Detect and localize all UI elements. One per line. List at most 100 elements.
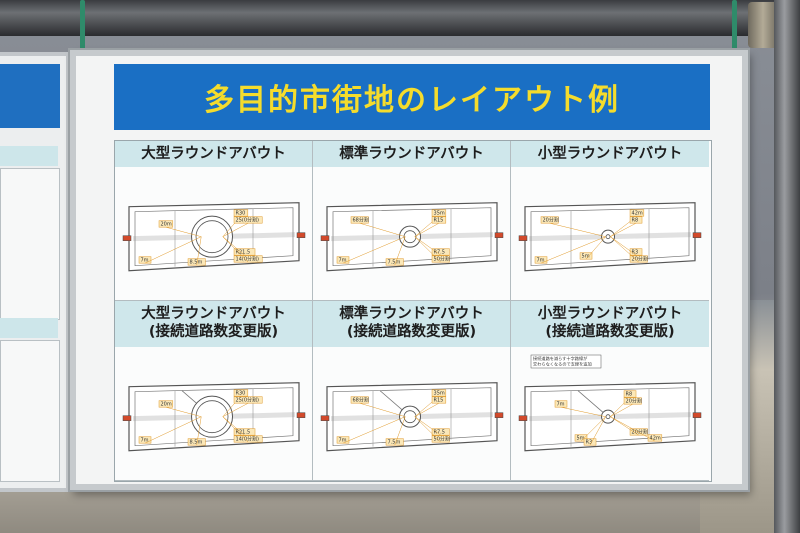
dimension-label: 50分割 bbox=[414, 236, 450, 263]
svg-text:R7.5: R7.5 bbox=[434, 250, 445, 256]
dimension-label: 14(0分割) bbox=[222, 236, 263, 263]
roundabout-diagram: R820分割7m5mR320分割42m接続道路を減らす十字路線が交わらなくなるの… bbox=[511, 347, 709, 481]
panel-heading: 標準ラウンドアバウト(接続道路数変更版) bbox=[313, 301, 510, 347]
svg-text:7m: 7m bbox=[141, 438, 149, 444]
panel-heading-line: 小型ラウンドアバウト bbox=[537, 306, 683, 322]
dimension-label: 20分割 bbox=[540, 216, 606, 237]
svg-text:R7.5: R7.5 bbox=[434, 430, 445, 436]
dimension-label: R21.5 bbox=[222, 416, 256, 436]
dimension-label: 20分割 bbox=[610, 236, 648, 263]
dimension-label: R3 bbox=[610, 236, 643, 256]
svg-text:R30: R30 bbox=[236, 391, 246, 397]
svg-text:R8: R8 bbox=[626, 392, 633, 398]
road-end-marker bbox=[518, 415, 528, 421]
panel-heading-line: (接続道路数変更版) bbox=[545, 324, 675, 340]
dimension-label: 20分割 bbox=[610, 397, 642, 417]
road-end-marker bbox=[692, 232, 702, 238]
svg-text:14(0分割): 14(0分割) bbox=[236, 436, 259, 443]
svg-text:R21.5: R21.5 bbox=[236, 250, 251, 256]
panel-heading: 大型ラウンドアバウト (接続道路数変更版) bbox=[115, 301, 312, 347]
dimension-label: 25(0分割) bbox=[222, 396, 263, 417]
adjacent-sign-board bbox=[0, 52, 70, 492]
dimension-label: R21.5 bbox=[222, 236, 256, 256]
panel-heading: 小型ラウンドアバウト bbox=[511, 141, 709, 167]
dimension-label: 7m bbox=[138, 416, 202, 444]
road-end-marker bbox=[296, 232, 306, 238]
road-outline bbox=[332, 207, 492, 267]
dimension-label: R3 bbox=[583, 416, 606, 446]
road-outline bbox=[332, 387, 492, 447]
dimension-label: 50分割 bbox=[414, 416, 450, 443]
dimension-label: 20m bbox=[158, 400, 202, 417]
roundabout-island bbox=[403, 410, 417, 424]
roundabout-island bbox=[195, 220, 229, 254]
rope-right bbox=[732, 0, 737, 66]
scaffold-clamp bbox=[748, 2, 778, 48]
svg-text:8.5m: 8.5m bbox=[190, 260, 203, 266]
dimension-label: 7.5m bbox=[385, 416, 406, 446]
svg-text:20m: 20m bbox=[161, 402, 172, 408]
rope-left bbox=[80, 0, 85, 58]
svg-text:50分割: 50分割 bbox=[434, 256, 450, 263]
road-end-marker bbox=[494, 232, 504, 238]
layout-panel: 小型ラウンドアバウト(接続道路数変更版)R820分割7m5mR320分割42m接… bbox=[511, 301, 709, 481]
dimension-label: R15 bbox=[414, 216, 447, 237]
dimension-label: 7m bbox=[554, 400, 606, 417]
road-end-marker bbox=[494, 412, 504, 418]
svg-text:68分割: 68分割 bbox=[353, 397, 369, 404]
road-end-marker bbox=[320, 415, 330, 421]
dimension-label: 8.5m bbox=[187, 416, 206, 446]
svg-text:R15: R15 bbox=[434, 218, 444, 224]
panel-heading: 大型ラウンドアバウト bbox=[115, 141, 312, 167]
svg-text:7m: 7m bbox=[339, 258, 347, 264]
dimension-label: R7.5 bbox=[414, 236, 450, 256]
road-end-marker bbox=[296, 412, 306, 418]
scaffold-pipe-right bbox=[774, 0, 800, 533]
panel-heading-line: (接続道路数変更版) bbox=[148, 324, 279, 340]
svg-text:R21.5: R21.5 bbox=[236, 430, 251, 436]
dimension-label: 8.5m bbox=[187, 236, 206, 266]
dimension-label: 25(0分割) bbox=[222, 216, 263, 237]
road-end-marker bbox=[122, 415, 132, 421]
road-outline bbox=[134, 387, 294, 447]
svg-text:20m: 20m bbox=[161, 222, 172, 228]
dimension-label: 68分割 bbox=[350, 216, 406, 237]
dimension-label: R7.5 bbox=[414, 416, 450, 436]
svg-text:20分割: 20分割 bbox=[626, 398, 642, 405]
svg-text:20分割: 20分割 bbox=[632, 256, 648, 263]
dimension-label: R15 bbox=[414, 396, 447, 417]
svg-text:交わらなくなるので支線を追加: 交わらなくなるので支線を追加 bbox=[533, 361, 592, 368]
road-end-marker bbox=[518, 235, 528, 241]
svg-text:7.5m: 7.5m bbox=[388, 440, 401, 446]
panel-heading-line: 大型ラウンドアバウト bbox=[141, 306, 286, 322]
svg-text:R8: R8 bbox=[632, 218, 639, 224]
road-outline bbox=[530, 387, 690, 447]
svg-text:7m: 7m bbox=[557, 402, 565, 408]
svg-text:68分割: 68分割 bbox=[353, 217, 369, 224]
svg-text:25(0分割): 25(0分割) bbox=[236, 217, 259, 224]
dimension-label: 5m bbox=[574, 416, 606, 442]
panel-heading: 標準ラウンドアバウト bbox=[313, 141, 510, 167]
svg-text:35m: 35m bbox=[434, 211, 445, 217]
svg-text:42m: 42m bbox=[632, 211, 643, 217]
svg-text:R30: R30 bbox=[236, 211, 246, 217]
svg-text:接続道路を減らす十字路線が: 接続道路を減らす十字路線が bbox=[533, 355, 588, 362]
scaffold-pipe-top bbox=[0, 0, 800, 36]
dimension-label: 20分割 bbox=[610, 416, 648, 436]
road-end-marker bbox=[692, 412, 702, 418]
svg-text:7m: 7m bbox=[141, 258, 149, 264]
svg-text:R15: R15 bbox=[434, 398, 444, 404]
